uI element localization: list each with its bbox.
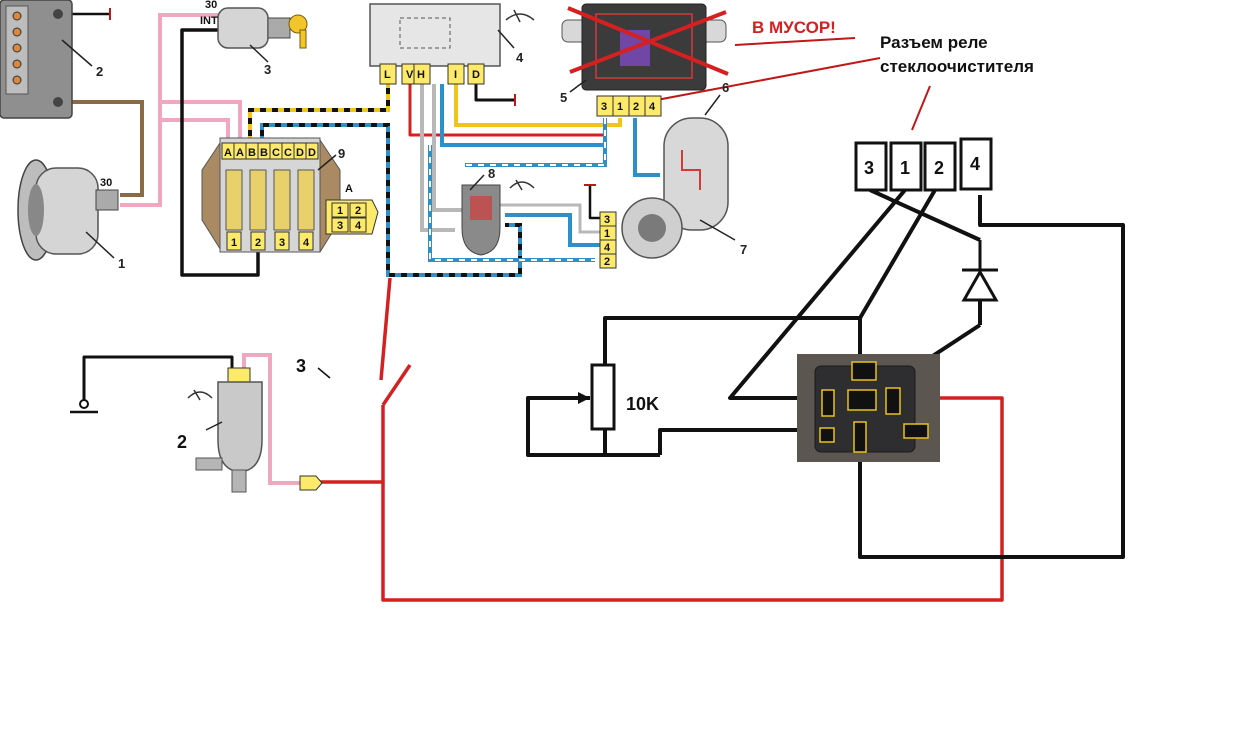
- key-icon: [288, 14, 308, 49]
- part-number-6: 6: [722, 80, 729, 95]
- wiper-switch-pins: L V H I D: [379, 63, 485, 85]
- fuse-label: 3: [279, 237, 285, 249]
- switch-pin-label: H: [417, 69, 425, 81]
- motor-pin-label: 2: [604, 256, 610, 268]
- old-relay: [561, 3, 729, 93]
- part-number-5: 5: [560, 90, 567, 105]
- fuse-detail-cell: 1: [337, 205, 343, 217]
- ignition-int-label: INT: [200, 15, 218, 27]
- relay-pin-label: 4: [649, 101, 656, 113]
- trash-callout: В МУСОР!: [752, 18, 836, 37]
- part-number-2: 2: [96, 64, 103, 79]
- switch-pin-label: D: [472, 69, 480, 81]
- fuse-label: B: [260, 147, 268, 159]
- fuse-label: C: [272, 147, 280, 159]
- wiper-symbol-icon: [187, 389, 213, 401]
- relay-pins: 3 1 2 4: [596, 95, 662, 117]
- part-number-7: 7: [740, 242, 747, 257]
- wiper-switch-icon: [369, 3, 501, 67]
- fuse-label: 4: [303, 237, 310, 249]
- switch-pin-label: L: [384, 69, 391, 81]
- wiper-symbol-icon: [509, 179, 535, 191]
- connector-boxes: 3 1 2 4: [854, 137, 993, 192]
- part-number-4: 4: [516, 50, 524, 65]
- part-number-3: 3: [264, 62, 271, 77]
- new-switch: [317, 367, 331, 379]
- motor-connector: 3 1 4 2: [599, 211, 617, 269]
- part-number-1: 1: [118, 256, 125, 271]
- fuse-label: D: [296, 147, 304, 159]
- ignition-30-label: 30: [205, 0, 217, 11]
- fuse-top-labels: A A B B C C D D: [221, 142, 319, 160]
- fuse-detail-cell: 4: [355, 220, 362, 232]
- fuse-bottom-labels: 1 2 3 4: [226, 231, 314, 251]
- fuse-label: A: [236, 147, 244, 159]
- connector-box-label: 4: [970, 154, 980, 174]
- part-number-9: 9: [338, 146, 345, 161]
- fuse-label: C: [284, 147, 292, 159]
- alternator: [17, 159, 119, 261]
- motor-pin-label: 3: [604, 214, 610, 226]
- washer-pump-icon: [217, 381, 263, 473]
- switch-pin-label: I: [454, 69, 457, 81]
- resistor-label: 10K: [626, 394, 659, 414]
- original-wiring: [58, 8, 660, 485]
- pump-number-label: 2: [177, 432, 187, 452]
- relay-pin-label: 3: [601, 101, 607, 113]
- wiper-motor: [621, 94, 736, 259]
- fuse-detail-title: A: [345, 183, 353, 195]
- fuse-detail-cell: 3: [337, 220, 343, 232]
- washer-pump: [70, 367, 323, 493]
- switch-pin-label: V: [406, 69, 414, 81]
- potentiometer-icon: [578, 363, 616, 431]
- switch-number-label: 3: [296, 356, 306, 376]
- relay-photo-icon: [797, 354, 940, 462]
- washer-switch: [461, 174, 535, 256]
- connector-box-label: 1: [900, 158, 910, 178]
- fuse-label: A: [224, 147, 232, 159]
- connector-box-label: 2: [934, 158, 944, 178]
- wiper-symbol-icon: [505, 9, 535, 23]
- fuse-detail-cell: 2: [355, 205, 361, 217]
- battery: [0, 0, 93, 119]
- wiper-switch: [369, 3, 535, 67]
- relay-pin-label: 1: [617, 101, 623, 113]
- fuse-label: B: [248, 147, 256, 159]
- motor-pin-label: 4: [604, 242, 611, 254]
- motor-pin-label: 1: [604, 228, 610, 240]
- diode-icon: [961, 240, 999, 302]
- wiper-motor-icon: [663, 117, 729, 231]
- part-number-8: 8: [488, 166, 495, 181]
- fuse-label: D: [308, 147, 316, 159]
- alternator-30-label: 30: [100, 177, 112, 189]
- ignition-switch-icon: [217, 7, 269, 49]
- ignition-switch: [217, 7, 308, 63]
- connector-box-label: 3: [864, 158, 874, 178]
- fuse-detail-a: A 1 2 3 4: [325, 183, 379, 235]
- fuse-label: 1: [231, 237, 237, 249]
- relay-pin-label: 2: [633, 101, 639, 113]
- fuse-label: 2: [255, 237, 261, 249]
